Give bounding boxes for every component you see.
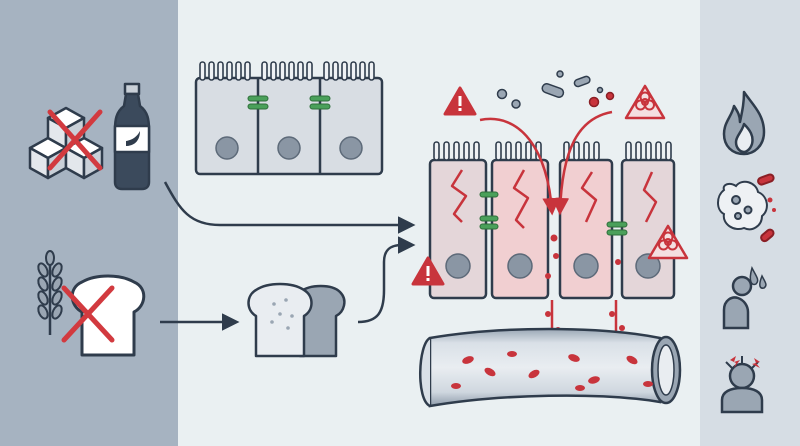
bread-cross-icon (61, 285, 115, 343)
biohazard-icon (647, 224, 689, 260)
left-panel-background (0, 0, 178, 446)
sugar-cross-icon (47, 109, 103, 171)
invasion-arrow-left (479, 117, 560, 216)
bacteria-cluster-icon (717, 173, 776, 243)
sugar-to-gut-arrow (163, 181, 416, 234)
damaged-gut-lining-icon (428, 141, 676, 300)
soda-bottle-icon (113, 82, 151, 191)
blood-vessel-icon (419, 327, 682, 408)
stressed-person-icon (720, 356, 764, 414)
flame-icon (722, 90, 766, 156)
biohazard-icon (624, 84, 666, 120)
bread-to-gut-arrow (357, 236, 416, 324)
invasion-arrow-right (551, 110, 613, 216)
wheat-icon (37, 250, 63, 335)
healthy-gut-lining-icon (194, 61, 384, 176)
tired-person-icon (722, 265, 767, 330)
bacteria-particles (496, 70, 615, 109)
bread-slice-icon (70, 274, 146, 357)
bread-loaf-icon (247, 282, 346, 358)
warning-triangle-icon (411, 256, 445, 286)
warning-triangle-icon (443, 86, 477, 116)
